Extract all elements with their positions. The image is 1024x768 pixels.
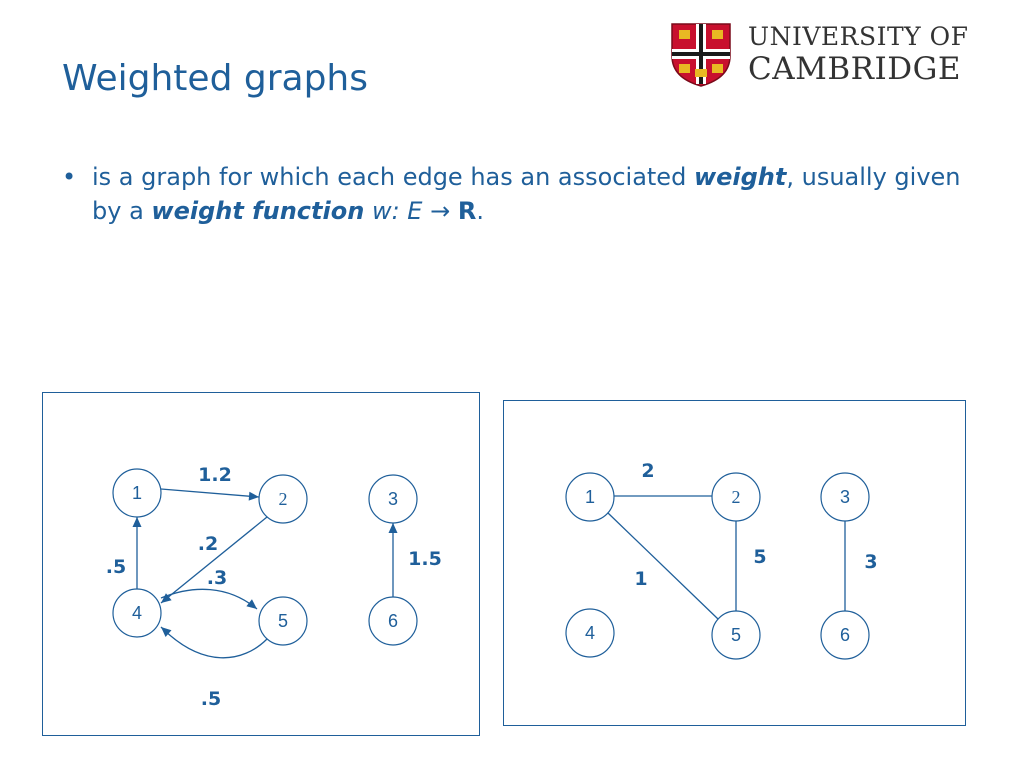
node-label: 1	[132, 483, 142, 503]
arrowhead-icon	[132, 517, 142, 527]
arrowhead-icon	[248, 491, 259, 501]
arrow-symbol: →	[430, 197, 451, 225]
definition-text: is a graph for which each edge has an as…	[92, 160, 972, 228]
node-6: 6	[368, 596, 418, 646]
function-signature: w: E	[371, 197, 423, 225]
edge-5-4	[160, 626, 268, 659]
node-label: 2	[732, 487, 741, 507]
node-circle	[258, 596, 308, 646]
edge-weight-label: 1.5	[408, 548, 442, 570]
node-2: 2	[711, 472, 761, 522]
arrowhead-icon	[161, 627, 172, 637]
node-label: 1	[585, 487, 595, 507]
node-label: 2	[279, 489, 288, 509]
node-circle	[565, 608, 615, 658]
edge-weight-label: 2	[641, 460, 654, 482]
node-circle	[258, 474, 308, 524]
node-label: 4	[585, 623, 595, 643]
edge-1-2	[160, 488, 260, 498]
definition-mid: , usually given by a	[92, 163, 961, 225]
node-circle	[711, 610, 761, 660]
edge-1-5	[607, 512, 719, 620]
term-weight-function: weight function	[151, 197, 365, 225]
node-label: 5	[278, 611, 288, 631]
node-4: 4	[565, 608, 615, 658]
edge-weight-label: 3	[864, 551, 877, 573]
node-circle	[820, 472, 870, 522]
node-circle	[368, 596, 418, 646]
node-label: 3	[388, 489, 398, 509]
undirected-graph: 2 1 5 3 1 2 3 4 5 6	[565, 460, 878, 660]
edge-weight-label: 1.2	[198, 464, 232, 486]
node-circle	[368, 474, 418, 524]
node-1: 1	[112, 468, 162, 518]
node-label: 5	[731, 625, 741, 645]
edge-weight-label: 1	[634, 568, 647, 590]
definition-lead: is a graph for which each edge has an as…	[92, 163, 694, 191]
logo-line-2: CAMBRIDGE	[748, 51, 961, 87]
node-3: 3	[368, 474, 418, 524]
node-circle	[112, 588, 162, 638]
arrowhead-icon	[161, 593, 172, 603]
node-1: 1	[565, 472, 615, 522]
node-5: 5	[258, 596, 308, 646]
cambridge-crest-icon	[671, 23, 731, 87]
edge-4-5	[160, 588, 258, 610]
definition-end: .	[476, 197, 484, 225]
slide-title: Weighted graphs	[62, 58, 368, 99]
edge-weight-label: .2	[198, 533, 218, 555]
node-label: 4	[132, 603, 142, 623]
node-6: 6	[820, 610, 870, 660]
node-circle	[820, 610, 870, 660]
bullet-icon: •	[62, 163, 77, 191]
edge-weight-label: 5	[753, 546, 766, 568]
node-5: 5	[711, 610, 761, 660]
edge-2-4	[160, 516, 268, 604]
directed-graph-panel: 1.2 .2 .5 .3 .5 1.5 1 2 3 4 5 6	[42, 392, 480, 736]
edge-weight-label: .5	[201, 688, 221, 710]
node-circle	[565, 472, 615, 522]
university-logo: UNIVERSITY OF CAMBRIDGE	[670, 22, 990, 92]
edge-weight-label: .3	[207, 567, 227, 589]
node-circle	[112, 468, 162, 518]
logo-line-1: UNIVERSITY OF	[748, 22, 969, 51]
node-label: 6	[388, 611, 398, 631]
node-label: 3	[840, 487, 850, 507]
node-label: 6	[840, 625, 850, 645]
arrowhead-icon	[246, 599, 257, 609]
arrowhead-icon	[388, 523, 398, 533]
term-weight: weight	[693, 163, 787, 191]
node-circle	[711, 472, 761, 522]
codomain-reals: R	[457, 197, 477, 225]
directed-graph: 1.2 .2 .5 .3 .5 1.5 1 2 3 4 5 6	[106, 464, 442, 710]
node-2: 2	[258, 474, 308, 524]
node-4: 4	[112, 588, 162, 638]
edge-weight-label: .5	[106, 556, 126, 578]
undirected-graph-panel: 2 1 5 3 1 2 3 4 5 6	[503, 400, 966, 726]
node-3: 3	[820, 472, 870, 522]
